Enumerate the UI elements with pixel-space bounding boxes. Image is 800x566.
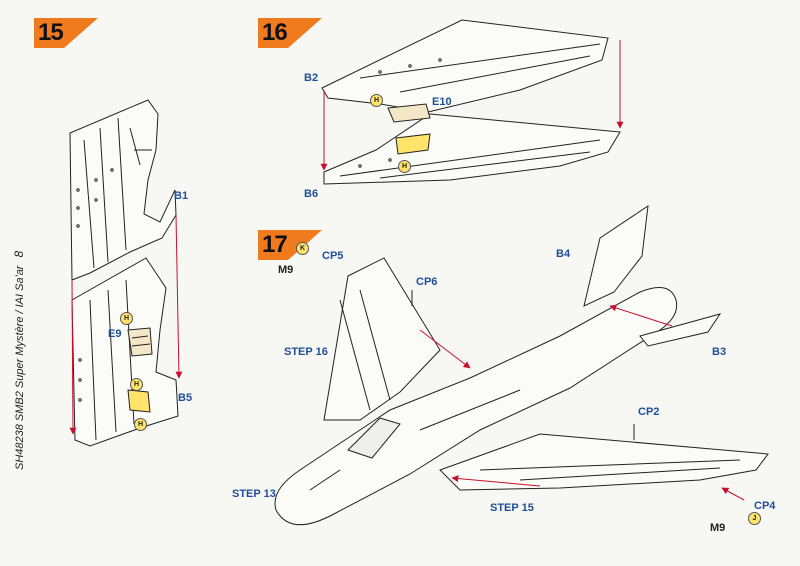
right-wing-assembly: [439, 433, 769, 491]
step-ref-15: STEP 15: [490, 502, 534, 514]
arrow-b1: [175, 214, 183, 379]
label-cp2: CP2: [638, 406, 660, 418]
glue-marker-h: H: [134, 418, 147, 431]
glue-marker-k: K: [296, 242, 309, 255]
page-number: 8: [12, 250, 26, 258]
part-e9-drawing: [127, 327, 153, 413]
label-b1: B1: [174, 190, 189, 202]
kit-title: SH48238 SMB2 Super Mystère / IAI Sa'ar: [14, 265, 26, 470]
arrow-step15: [451, 475, 541, 487]
step-15-badge: 15: [34, 18, 98, 48]
step-17-badge: 17: [258, 230, 322, 260]
arrow-b5-left: [69, 279, 77, 435]
part-e10-drawing: [387, 103, 431, 155]
label-e10: E10: [432, 96, 452, 108]
label-e9: E9: [108, 328, 122, 340]
label-m9-bottom: M9: [710, 522, 726, 534]
wing-part-b1: [69, 99, 177, 281]
arrow-cp4: [721, 487, 745, 501]
label-b2: B2: [304, 72, 319, 84]
label-cp6: CP6: [416, 276, 438, 288]
glue-marker-j: J: [748, 512, 761, 525]
step-badge-shape: [34, 18, 98, 48]
left-wing-assembly: [323, 257, 441, 421]
step-badge-shape: [258, 18, 322, 48]
kit-caption: SH48238 SMB2 Super Mystère / IAI Sa'ar 8: [12, 251, 26, 470]
label-cp4: CP4: [754, 500, 776, 512]
glue-marker-h: H: [120, 312, 133, 325]
label-b6: B6: [304, 188, 319, 200]
label-cp5: CP5: [322, 250, 344, 262]
step-number: 17: [262, 231, 288, 258]
step-number: 15: [38, 19, 64, 46]
wing-part-b5: [71, 257, 179, 447]
step-ref-13: STEP 13: [232, 488, 276, 500]
step-ref-16: STEP 16: [284, 346, 328, 358]
step-number: 16: [262, 19, 288, 46]
arrow-step16: [419, 329, 471, 369]
wing-part-b2: [321, 19, 609, 113]
wing-part-b6: [323, 113, 621, 185]
glue-marker-h: H: [370, 94, 383, 107]
step-16-badge: 16: [258, 18, 322, 48]
label-m9-top: M9: [278, 264, 294, 276]
label-b5: B5: [178, 392, 193, 404]
arrow-b3: [609, 304, 673, 327]
label-b3: B3: [712, 346, 727, 358]
label-b4: B4: [556, 248, 571, 260]
aircraft-fuselage: [274, 204, 722, 526]
step-badge-shape: [258, 230, 322, 260]
glue-marker-h: H: [398, 160, 411, 173]
glue-marker-h: H: [130, 378, 143, 391]
